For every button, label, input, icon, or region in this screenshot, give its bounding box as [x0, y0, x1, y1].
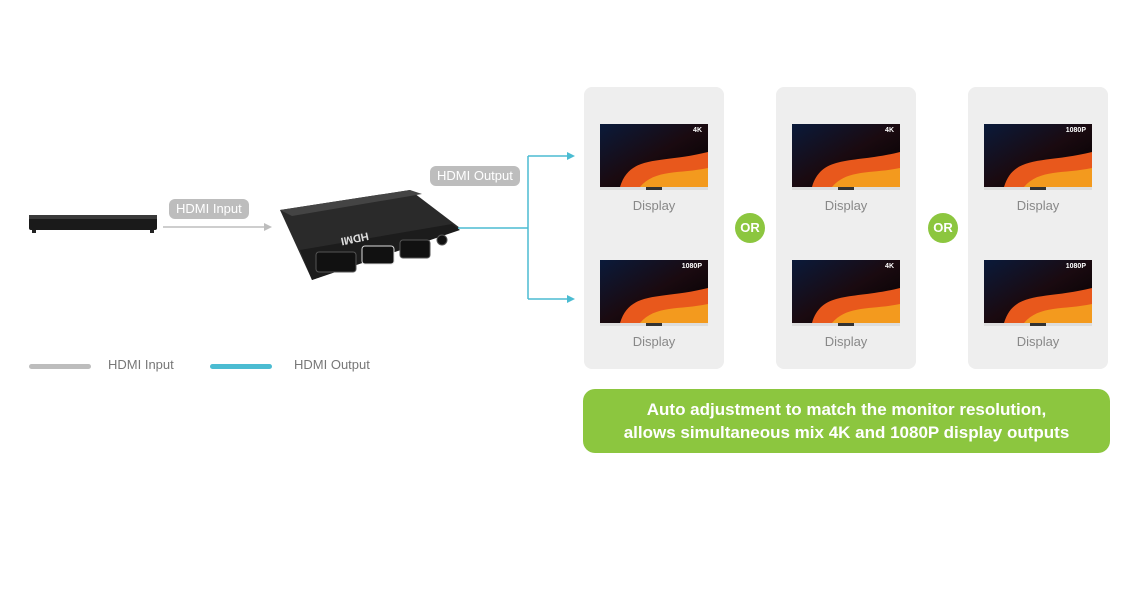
resolution-badge: 1080P	[1065, 127, 1086, 134]
tv-icon: 1080P	[984, 124, 1092, 194]
banner-line-2: allows simultaneous mix 4K and 1080P dis…	[623, 423, 1070, 442]
display-label: Display	[632, 334, 676, 349]
legend-output-label: HDMI Output	[294, 357, 370, 372]
tv-icon: 1080P	[984, 260, 1092, 330]
feature-banner: Auto adjustment to match the monitor res…	[583, 389, 1110, 453]
legend-input-swatch	[29, 364, 91, 369]
resolution-badge: 4K	[885, 263, 894, 270]
blu-ray-player-icon	[29, 215, 157, 233]
display-option-panel: 4K Display 4K Display	[776, 87, 916, 369]
svg-text:HDMI: HDMI	[340, 229, 370, 247]
tv-icon: 1080P	[600, 260, 708, 330]
display-option-panel: 4K Display 1080P Display	[584, 87, 724, 369]
hdmi-splitter-device: HDMI	[280, 190, 460, 280]
resolution-badge: 1080P	[1065, 263, 1086, 270]
tv-icon: 4K	[792, 124, 900, 194]
or-badge: OR	[928, 213, 958, 243]
resolution-badge: 1080P	[681, 263, 702, 270]
display-label: Display	[632, 198, 676, 213]
hdmi-output-label: HDMI Output	[430, 166, 520, 186]
legend-output-swatch	[210, 364, 272, 369]
resolution-badge: 4K	[885, 127, 894, 134]
resolution-badge: 4K	[693, 127, 702, 134]
hdmi-output-arrows	[458, 152, 575, 303]
display-label: Display	[1016, 198, 1060, 213]
display-label: Display	[824, 198, 868, 213]
legend-input-label: HDMI Input	[108, 357, 174, 372]
hdmi-input-label: HDMI Input	[169, 199, 249, 219]
hdmi-input-arrow	[163, 223, 272, 231]
or-badge: OR	[735, 213, 765, 243]
display-label: Display	[824, 334, 868, 349]
tv-icon: 4K	[792, 260, 900, 330]
display-option-panel: 1080P Display 1080P Display	[968, 87, 1108, 369]
banner-line-1: Auto adjustment to match the monitor res…	[646, 400, 1047, 419]
tv-icon: 4K	[600, 124, 708, 194]
display-label: Display	[1016, 334, 1060, 349]
